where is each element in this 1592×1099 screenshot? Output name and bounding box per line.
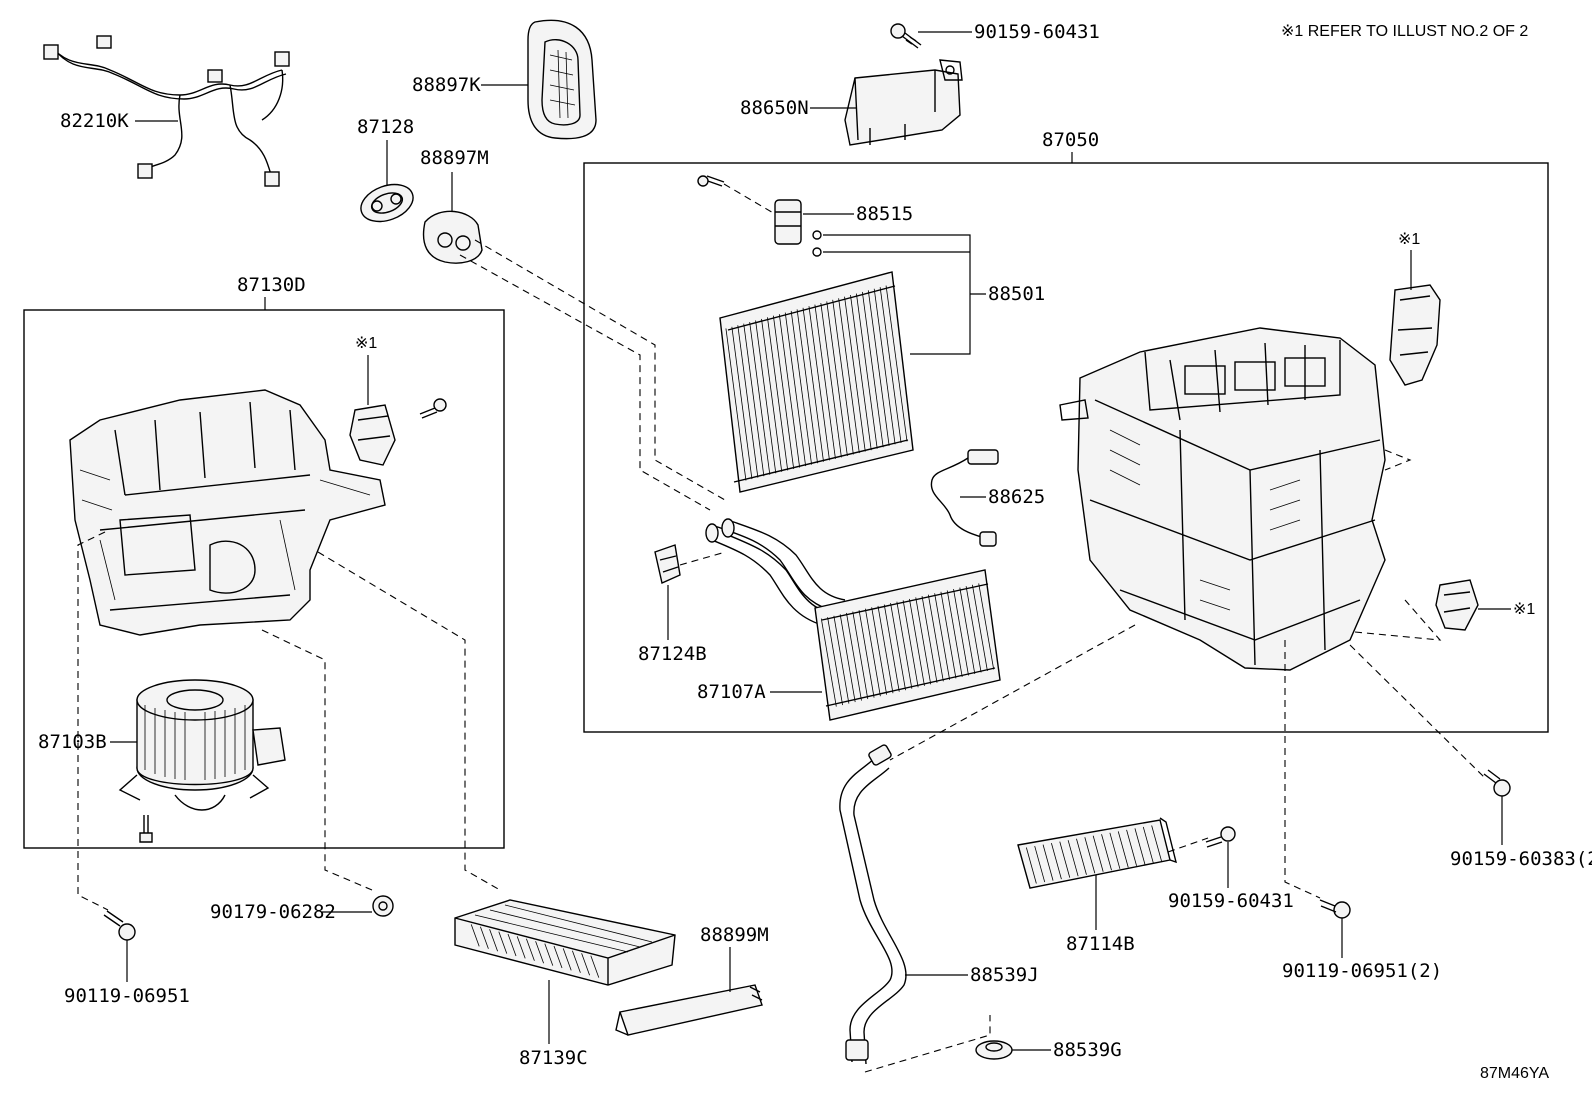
label-90119-06951: 90119-06951 bbox=[64, 985, 190, 1007]
label-87050: 87050 bbox=[1042, 129, 1099, 151]
label-90179-06282: 90179-06282 bbox=[210, 901, 336, 923]
clamp-87124B-part bbox=[654, 544, 723, 584]
label-88650N: 88650N bbox=[740, 97, 809, 119]
grommet-part bbox=[975, 1040, 1013, 1060]
actuator-upper-right-part bbox=[1389, 284, 1441, 386]
label-90159-60431-top: 90159-60431 bbox=[974, 21, 1100, 43]
module-88650N-part bbox=[844, 59, 963, 146]
label-90119-06951-2: 90119-06951(2) bbox=[1282, 960, 1442, 982]
label-87124B: 87124B bbox=[638, 643, 707, 665]
nut-90179-part bbox=[372, 895, 394, 917]
label-88899M: 88899M bbox=[700, 924, 769, 946]
ref-mark-right: ※1 bbox=[1513, 601, 1535, 618]
heater-87114B-part bbox=[1017, 817, 1177, 889]
heater-core-part bbox=[705, 518, 1001, 721]
evaporator-part bbox=[719, 271, 914, 493]
label-87103B: 87103B bbox=[38, 731, 107, 753]
cover-88897K-part bbox=[527, 19, 597, 140]
bolt-right-part bbox=[1319, 899, 1351, 919]
label-87114B: 87114B bbox=[1066, 933, 1135, 955]
label-87107A: 87107A bbox=[697, 681, 766, 703]
plate-88897M-part bbox=[422, 210, 483, 264]
ref-mark-upper-right: ※1 bbox=[1398, 231, 1420, 248]
refer-note: ※1 REFER TO ILLUST NO.2 OF 2 bbox=[1281, 23, 1528, 40]
label-88501: 88501 bbox=[988, 283, 1045, 305]
cover-88899M-part bbox=[615, 984, 763, 1036]
label-82210K: 82210K bbox=[60, 110, 129, 132]
screw-motor-part bbox=[139, 815, 153, 843]
label-90159-60431-bottom: 90159-60431 bbox=[1168, 890, 1294, 912]
bolt-left-part bbox=[103, 910, 136, 941]
label-87128: 87128 bbox=[357, 116, 414, 138]
label-88897K: 88897K bbox=[412, 74, 481, 96]
illustration-id: 87M46YA bbox=[1480, 1065, 1549, 1082]
actuator-right-part bbox=[1435, 579, 1479, 631]
blower-motor-part bbox=[118, 679, 286, 811]
blower-case-part bbox=[69, 389, 386, 636]
label-88625: 88625 bbox=[988, 486, 1045, 508]
screw-blower-part bbox=[419, 398, 447, 419]
seal-87128-part bbox=[360, 183, 414, 223]
label-90159-60383-2: 90159-60383(2) bbox=[1450, 848, 1592, 870]
label-88897M: 88897M bbox=[420, 147, 489, 169]
wire-harness-part bbox=[43, 35, 290, 187]
filter-87139C-part bbox=[454, 899, 676, 986]
drain-hose-part bbox=[839, 744, 907, 1065]
hvac-unit-case-part bbox=[1059, 327, 1386, 671]
bolt-far-right-part bbox=[1483, 769, 1511, 797]
label-88539G: 88539G bbox=[1053, 1039, 1122, 1061]
label-87139C: 87139C bbox=[519, 1047, 588, 1069]
label-88515: 88515 bbox=[856, 203, 913, 225]
bolt-top-part bbox=[890, 23, 922, 49]
label-88539J: 88539J bbox=[970, 964, 1039, 986]
label-87130D: 87130D bbox=[237, 274, 306, 296]
unit-assembly-frame bbox=[583, 162, 1549, 733]
sensor-88625-part bbox=[930, 449, 999, 547]
bolt-bottom-part bbox=[1205, 826, 1236, 848]
blower-assembly-frame bbox=[23, 309, 505, 849]
expansion-valve-part bbox=[697, 175, 822, 257]
ref-mark-blower: ※1 bbox=[355, 335, 377, 352]
actuator-blower-part bbox=[349, 404, 396, 466]
